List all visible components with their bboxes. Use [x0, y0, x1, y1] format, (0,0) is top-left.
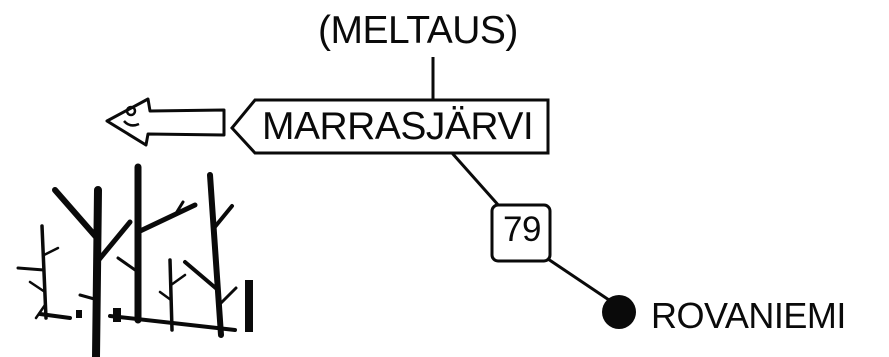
- hand-arrow-left-icon: [105, 97, 226, 147]
- road-number-box: [490, 203, 552, 263]
- route-line-to-road-79: [450, 152, 502, 208]
- road-number-label: 79: [503, 210, 541, 249]
- destination-meltaus-label: (MELTAUS): [318, 9, 518, 52]
- bare-trees-illustration: [16, 163, 253, 357]
- marrasjarvi-sign-frame: [230, 98, 550, 155]
- destination-marrasjarvi-label: MARRASJÄRVI: [262, 105, 534, 148]
- city-rovaniemi-label: ROVANIEMI: [651, 295, 846, 336]
- rovaniemi-marker: [602, 295, 636, 329]
- route-line-to-rovaniemi: [547, 257, 613, 304]
